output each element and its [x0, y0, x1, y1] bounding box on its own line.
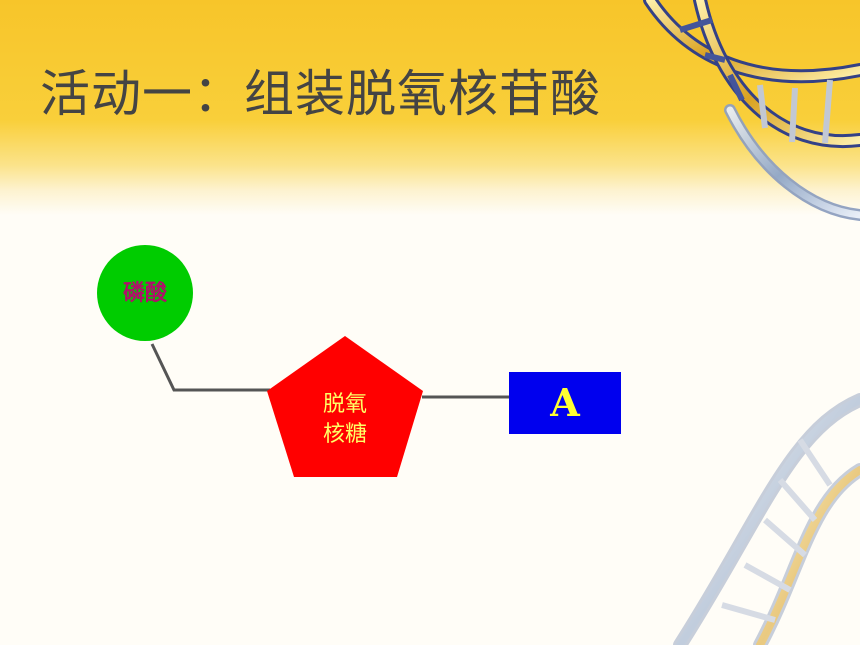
deoxyribose-pentagon — [267, 336, 423, 477]
phosphate-label: 磷酸 — [122, 281, 167, 306]
base-label: A — [550, 380, 580, 425]
base-a-box — [509, 372, 621, 434]
phosphate-circle — [97, 245, 193, 341]
deoxyribose-label-line1: 脱氧 — [322, 392, 367, 417]
deoxyribose-label-line2: 核糖 — [322, 422, 367, 447]
deoxyribose-label: 脱氧 核糖 — [286, 390, 404, 450]
phosphate-bond-line — [150, 343, 270, 392]
slide-title: 活动一：组装脱氧核苷酸 — [40, 65, 601, 123]
